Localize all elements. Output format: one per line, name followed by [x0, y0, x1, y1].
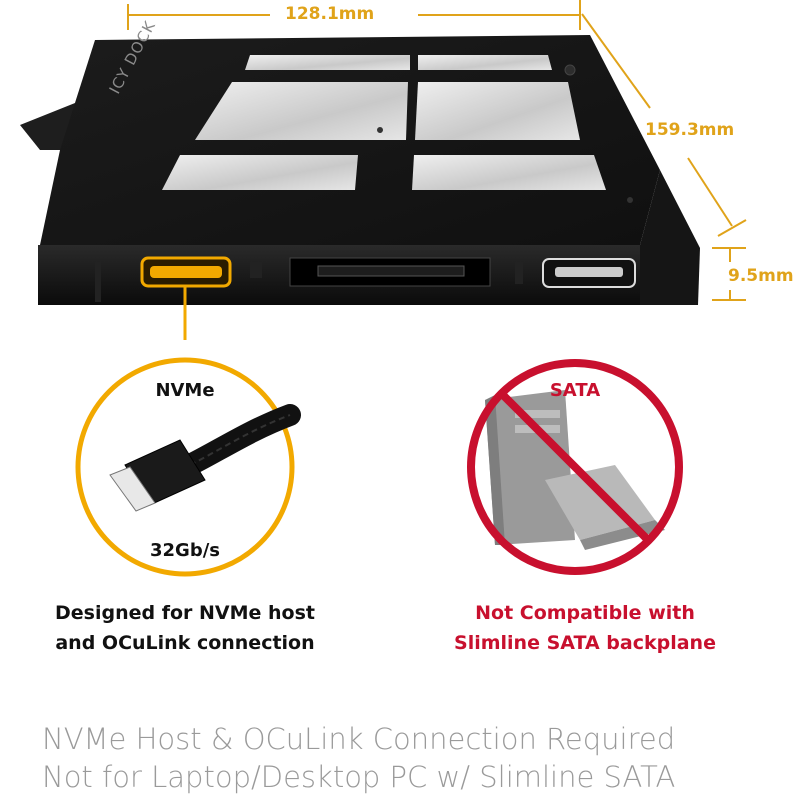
data-port-pins [555, 267, 623, 277]
length-dimension-line [687, 157, 733, 227]
vent-window [195, 82, 408, 140]
tray-illustration: ICY DOCK [20, 0, 747, 340]
nvme-callout [75, 357, 301, 577]
tower-drive-bay [515, 410, 560, 418]
oculink-port-pins [150, 266, 222, 278]
screw-hole [564, 64, 576, 76]
height-dimension: 9.5mm [728, 266, 794, 286]
prohibited-icon [467, 359, 683, 575]
vent-window [245, 55, 410, 70]
length-dimension: 159.3mm [645, 120, 735, 140]
sata-callout [467, 359, 683, 575]
nvme-caption-line2: and OCuLink connection [55, 632, 315, 654]
side-edge [640, 170, 700, 305]
front-detail [95, 262, 101, 302]
vent-window [418, 55, 552, 70]
length-dimension-line [581, 13, 651, 109]
prohibited-slash [498, 390, 652, 544]
sata-caption-line2: Slimline SATA backplane [454, 632, 716, 654]
sata-caption-line1: Not Compatible with [475, 602, 695, 624]
nvme-title: NVMe [155, 380, 215, 401]
dimension-tick [717, 219, 747, 237]
oculink-plug-tip [109, 466, 156, 512]
sata-connector-slot [317, 265, 465, 277]
laptop-base [580, 520, 665, 550]
sata-caption: Not Compatible with Slimline SATA backpl… [415, 598, 755, 658]
sata-title: SATA [549, 380, 601, 401]
vent-window [412, 155, 606, 190]
footer-line1: NVMe Host & OCuLink Connection Required [42, 722, 676, 756]
desktop-tower-side [485, 395, 505, 545]
screw-hole [377, 127, 383, 133]
width-dimension: 128.1mm [285, 4, 375, 24]
front-detail [250, 262, 262, 278]
nvme-caption: Designed for NVMe host and OCuLink conne… [20, 598, 350, 658]
oculink-cable-braid [189, 414, 291, 466]
vent-window [162, 155, 358, 190]
vent-window [415, 82, 580, 140]
front-detail [515, 262, 523, 284]
nvme-speed: 32Gb/s [150, 540, 220, 561]
screw-hole [627, 197, 633, 203]
footer-line2: Not for Laptop/Desktop PC w/ Slimline SA… [42, 760, 676, 794]
nvme-caption-line1: Designed for NVMe host [55, 602, 315, 624]
